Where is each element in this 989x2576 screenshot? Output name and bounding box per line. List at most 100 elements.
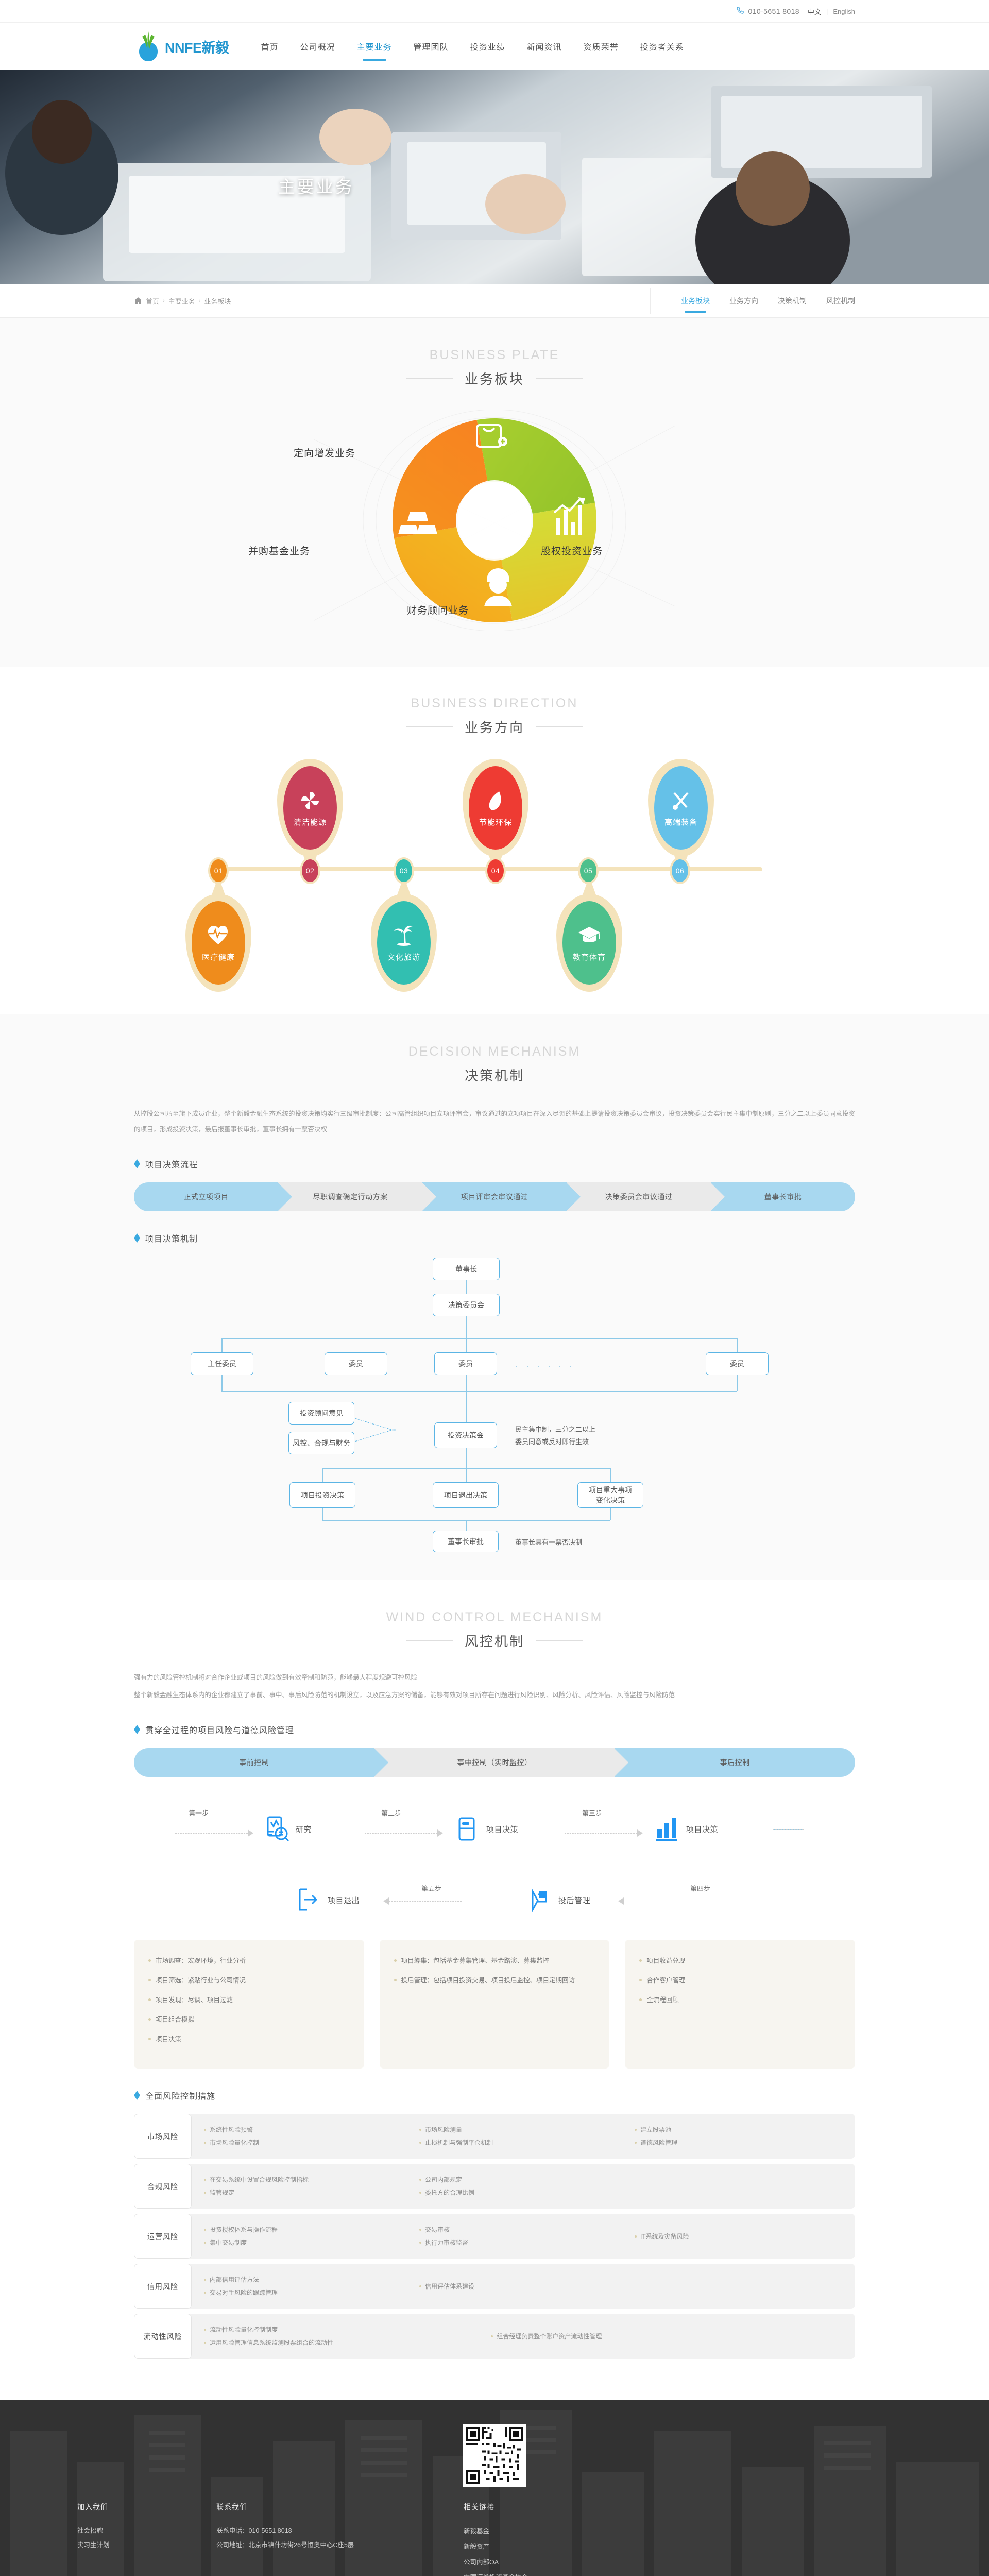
section-title-cn: 业务板块 bbox=[464, 371, 524, 387]
org-node-member: 委员 bbox=[434, 1352, 497, 1375]
timeline-node-03[interactable]: 03 bbox=[394, 857, 414, 884]
section-title-en: WIND CONTROL MECHANISM bbox=[386, 1610, 603, 1624]
card-item: 项目筛选：紧贴行业与公司情况 bbox=[148, 1975, 350, 1986]
org-node-member: 委员 bbox=[706, 1352, 769, 1375]
risk-name-market: 市场风险 bbox=[134, 2114, 192, 2159]
subheading-label: 项目决策流程 bbox=[145, 1161, 198, 1170]
direction-pin-culture-tourism[interactable]: 文化旅游 bbox=[371, 876, 437, 992]
language-switcher[interactable]: 中文 | English bbox=[808, 7, 855, 16]
nav-item-business[interactable]: 主要业务 bbox=[357, 23, 392, 70]
phase-in-process-control[interactable]: 事中控制（实时监控） bbox=[374, 1748, 628, 1777]
direction-timeline: 清洁能源 节能环保 bbox=[185, 755, 798, 992]
footer-col-contact: 联系我们 联系电话：010-5651 8018 公司地址：北京市锦什坊街26号恒… bbox=[216, 2502, 464, 2576]
research-doc-icon bbox=[263, 1815, 291, 1843]
divider-left bbox=[405, 726, 453, 727]
direction-pin-clean-energy[interactable]: 清洁能源 bbox=[277, 759, 343, 873]
phase-pre-control[interactable]: 事前控制 bbox=[134, 1748, 388, 1777]
footer-columns: 加入我们 社会招聘 实习生计划 联系我们 联系电话：010-5651 8018 … bbox=[0, 2502, 989, 2576]
risk-item: 交易审核 bbox=[425, 2226, 450, 2233]
section-title-cn: 决策机制 bbox=[464, 1068, 524, 1083]
node-number: 02 bbox=[302, 859, 318, 882]
nav-item-team[interactable]: 管理团队 bbox=[413, 43, 449, 52]
home-icon[interactable] bbox=[134, 297, 142, 305]
timeline-node-01[interactable]: 01 bbox=[208, 857, 229, 884]
section-heading: BUSINESS DIRECTION 业务方向 bbox=[134, 696, 855, 736]
footer-link-social-recruitment[interactable]: 社会招聘 bbox=[77, 2527, 104, 2534]
graduation-cap-icon bbox=[577, 924, 601, 947]
nav-item-honors[interactable]: 资质荣誉 bbox=[583, 43, 619, 52]
flow-step-label: 项目评审会审议通过 bbox=[461, 1193, 528, 1201]
timeline-node-05[interactable]: 05 bbox=[578, 857, 599, 884]
breadcrumb-item-business[interactable]: 主要业务 bbox=[168, 297, 195, 306]
footer-link-xinyi-assets[interactable]: 新毅资产 bbox=[464, 2543, 490, 2550]
section-title-en: BUSINESS DIRECTION bbox=[411, 696, 578, 710]
risk-item: 信用评估体系建设 bbox=[425, 2282, 475, 2290]
step-number-5: 第五步 bbox=[421, 1885, 442, 1892]
nav-item-home[interactable]: 首页 bbox=[261, 43, 279, 52]
timeline-node-04[interactable]: 04 bbox=[485, 857, 506, 884]
risk-item: IT系统及灾备风险 bbox=[640, 2232, 689, 2240]
flow-step-3[interactable]: 项目评审会审议通过 bbox=[422, 1182, 581, 1211]
flow-step-label: 董事长审批 bbox=[764, 1193, 802, 1201]
growth-chart-icon bbox=[553, 497, 585, 535]
wind-step-project-decision-1: 项目决策 bbox=[453, 1815, 518, 1843]
direction-pin-medical-health[interactable]: 医疗健康 bbox=[185, 876, 251, 992]
step-number-2: 第二步 bbox=[381, 1809, 402, 1817]
timeline-node-02[interactable]: 02 bbox=[300, 857, 320, 884]
direction-pin-high-end-equipment[interactable]: 高端装备 bbox=[648, 759, 714, 873]
risk-name-operational: 运营风险 bbox=[134, 2214, 192, 2259]
node-number: 01 bbox=[210, 859, 227, 882]
direction-pin-education-sports[interactable]: 教育体育 bbox=[556, 876, 622, 992]
tab-decision-mechanism[interactable]: 决策机制 bbox=[778, 297, 807, 305]
wind-card-mid: 项目筹集：包括基金募集管理、基金路演、募集监控 投后管理：包括项目投资交易、项目… bbox=[379, 1940, 610, 2069]
plate-label-directed-issuance: 定向增发业务 bbox=[294, 446, 356, 462]
risk-item: 建立股票池 bbox=[640, 2126, 672, 2133]
breadcrumb-item-plate[interactable]: 业务板块 bbox=[204, 297, 231, 306]
flow-step-4[interactable]: 决策委员会审议通过 bbox=[567, 1182, 725, 1211]
footer-link-xinyi-fund[interactable]: 新毅基金 bbox=[464, 2528, 490, 2535]
lang-chinese[interactable]: 中文 bbox=[807, 8, 821, 16]
pin-label: 清洁能源 bbox=[293, 818, 327, 827]
decision-flow-chevrons: 正式立项项目 尽职调查确定行动方案 项目评审会审议通过 决策委员会审议通过 董事… bbox=[134, 1182, 855, 1211]
tab-business-direction[interactable]: 业务方向 bbox=[729, 297, 758, 305]
flow-step-2[interactable]: 尽职调查确定行动方案 bbox=[278, 1182, 436, 1211]
org-node-member: 委员 bbox=[325, 1352, 387, 1375]
section-heading: WIND CONTROL MECHANISM 风控机制 bbox=[134, 1610, 855, 1650]
footer-link-internship[interactable]: 实习生计划 bbox=[77, 2541, 110, 2549]
breadcrumb: 首页 › 主要业务 › 业务板块 bbox=[134, 296, 231, 306]
tab-business-plate[interactable]: 业务板块 bbox=[681, 284, 710, 318]
org-node-chairman-approval: 董事长审批 bbox=[433, 1531, 499, 1552]
nav-item-performance[interactable]: 投资业绩 bbox=[470, 43, 505, 52]
risk-item: 内部信用评估方法 bbox=[210, 2276, 260, 2283]
flow-step-1[interactable]: 正式立项项目 bbox=[134, 1182, 292, 1211]
org-node-investment-decision: 项目投资决策 bbox=[289, 1482, 355, 1508]
wind-step-post-investment: 投后管理 bbox=[525, 1886, 590, 1914]
risk-item: 流动性风险量化控制制度 bbox=[210, 2326, 278, 2333]
site-logo[interactable]: NNFE新毅 bbox=[134, 30, 229, 62]
footer-link-amac[interactable]: 中国证券投资基金协会 bbox=[464, 2570, 912, 2576]
flow-step-5[interactable]: 董事长审批 bbox=[711, 1182, 855, 1211]
table-row: 流动性风险 流动性风险量化控制制度 运用风险管理信息系统监测股票组合的流动性 组… bbox=[134, 2314, 855, 2359]
footer-contact-address: 公司地址：北京市锦什坊街26号恒奥中心C座5层 bbox=[216, 2541, 354, 2549]
lang-english[interactable]: English bbox=[833, 7, 855, 15]
hero-banner: 主要业务 bbox=[0, 70, 989, 284]
breadcrumb-bar: 首页 › 主要业务 › 业务板块 业务板块 业务方向 决策机制 风控机制 bbox=[0, 284, 989, 318]
bar-chart-icon bbox=[653, 1815, 681, 1843]
breadcrumb-item-home[interactable]: 首页 bbox=[146, 297, 160, 306]
direction-pin-energy-saving[interactable]: 节能环保 bbox=[463, 759, 528, 873]
phase-label: 事中控制（实时监控） bbox=[457, 1758, 532, 1767]
nav-item-news[interactable]: 新闻资讯 bbox=[526, 43, 562, 52]
breadcrumb-separator: › bbox=[163, 298, 165, 304]
nav-item-about[interactable]: 公司概况 bbox=[300, 43, 335, 52]
footer-link-internal-oa[interactable]: 公司内部OA bbox=[464, 2558, 499, 2566]
risk-item: 组合经理负责整个账户资产流动性管理 bbox=[497, 2332, 602, 2340]
pin-label: 高端装备 bbox=[664, 818, 697, 827]
nav-item-investor-relations[interactable]: 投资者关系 bbox=[640, 43, 684, 52]
risk-item: 监管规定 bbox=[210, 2189, 235, 2196]
timeline-node-06[interactable]: 06 bbox=[670, 857, 690, 884]
phase-post-control[interactable]: 事后控制 bbox=[615, 1748, 856, 1777]
tab-wind-control[interactable]: 风控机制 bbox=[826, 297, 855, 305]
step-label: 投后管理 bbox=[558, 1896, 591, 1905]
org-node-risk-compliance-finance: 风控、合规与财务 bbox=[288, 1432, 354, 1454]
subheading-label: 项目决策机制 bbox=[145, 1235, 198, 1244]
